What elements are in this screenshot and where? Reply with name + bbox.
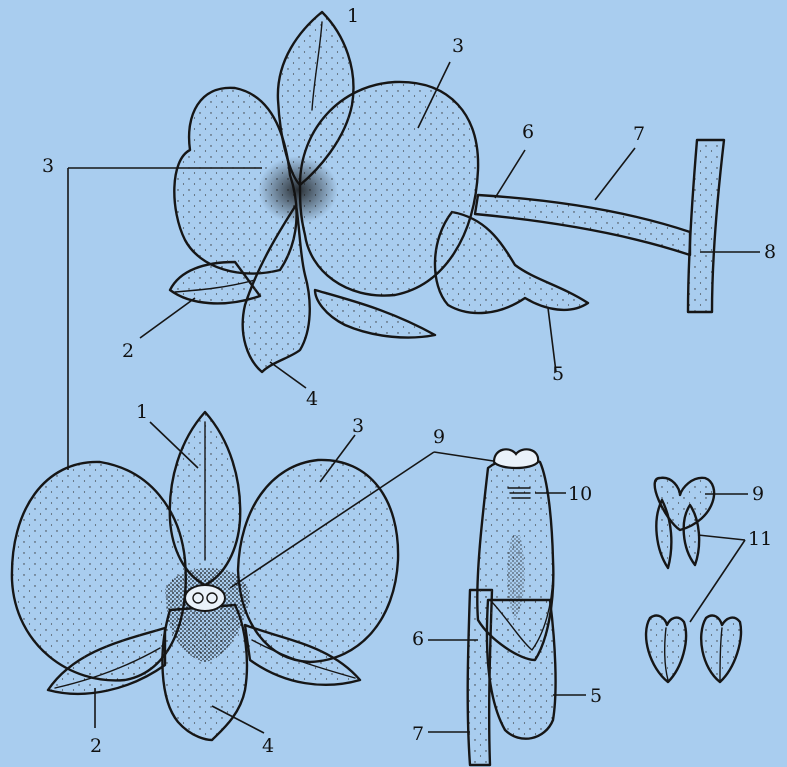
label-front-9: 9 — [433, 426, 445, 448]
front-view-flower — [12, 412, 398, 740]
column-detail — [468, 449, 556, 765]
front-column — [185, 585, 225, 611]
label-side-5: 5 — [552, 363, 564, 385]
main-stem — [688, 140, 724, 312]
label-side-3-right: 3 — [452, 35, 464, 57]
lateral-sepal-right — [315, 290, 435, 338]
label-side-4: 4 — [306, 388, 318, 410]
label-side-6: 6 — [522, 121, 534, 143]
label-front-4: 4 — [262, 735, 274, 757]
label-side-3-left: 3 — [42, 155, 54, 177]
label-pollinia-11: 11 — [748, 528, 772, 550]
label-column-10: 10 — [568, 483, 592, 505]
label-side-7: 7 — [633, 123, 645, 145]
label-side-1: 1 — [347, 5, 359, 27]
label-column-7: 7 — [412, 723, 424, 745]
label-column-6: 6 — [412, 628, 424, 650]
label-side-8: 8 — [764, 241, 776, 263]
label-side-2: 2 — [122, 340, 134, 362]
front-right-petal — [238, 460, 398, 662]
anther-cap — [494, 449, 538, 468]
side-view-flower — [170, 12, 724, 372]
label-column-5: 5 — [590, 685, 602, 707]
label-pollinia-9: 9 — [752, 483, 764, 505]
label-front-1: 1 — [136, 401, 148, 423]
pollinia-detail — [646, 478, 741, 682]
label-front-3: 3 — [352, 415, 364, 437]
front-left-petal — [12, 462, 186, 680]
pedicel — [475, 195, 690, 255]
label-front-2: 2 — [90, 735, 102, 757]
